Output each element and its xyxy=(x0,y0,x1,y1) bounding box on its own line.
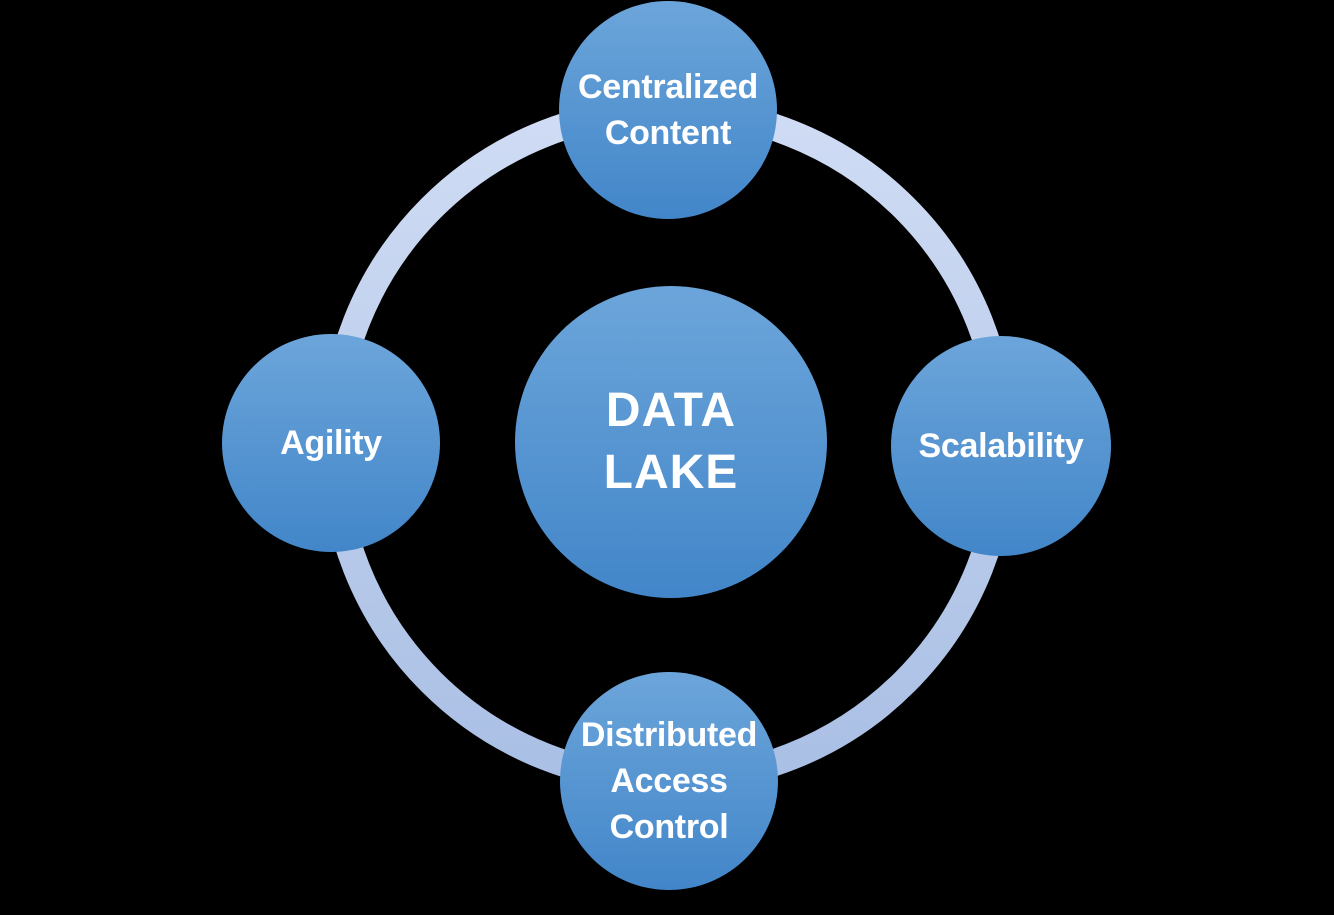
node-centralized-content: Centralized Content xyxy=(559,1,777,219)
node-agility-line-1: Agility xyxy=(280,424,382,462)
node-distributed-access-control-line-3: Control xyxy=(609,808,729,846)
node-distributed-access-control: Distributed Access Control xyxy=(560,672,778,890)
node-agility: Agility xyxy=(222,334,440,552)
node-data-lake-line-2: LAKE xyxy=(603,446,739,499)
node-distributed-access-control-line-1: Distributed xyxy=(580,716,758,754)
node-centralized-content-line-1: Centralized xyxy=(578,68,758,106)
node-scalability: Scalability xyxy=(891,336,1111,556)
node-scalability-line-1: Scalability xyxy=(918,427,1084,465)
node-distributed-access-control-line-2: Access xyxy=(610,762,728,800)
node-data-lake-line-1: DATA xyxy=(605,384,737,437)
node-data-lake: DATA LAKE xyxy=(515,286,827,598)
node-centralized-content-line-2: Content xyxy=(604,114,732,152)
